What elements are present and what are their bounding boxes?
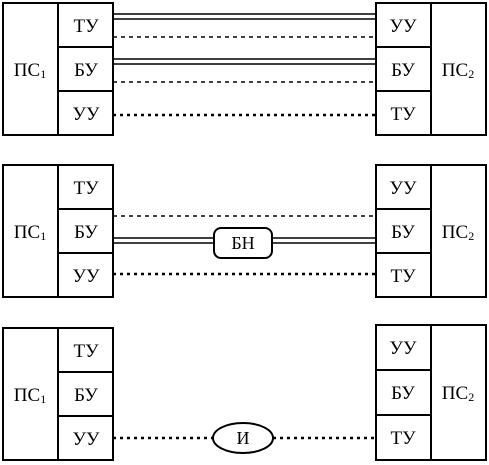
double-link-1 xyxy=(113,13,376,20)
amplifier-block xyxy=(213,227,273,259)
double-link-left xyxy=(113,237,214,244)
right-unit-1: УУ xyxy=(390,338,417,359)
right-unit-3: ТУ xyxy=(390,428,416,449)
left-station-label: ПС1 xyxy=(14,60,46,81)
right-station-1 xyxy=(375,2,487,136)
double-link-right xyxy=(272,237,376,244)
left-unit-1: ТУ xyxy=(73,16,99,37)
left-unit-3: УУ xyxy=(73,266,100,287)
amplifier-label: БН xyxy=(231,233,254,253)
left-station-2 xyxy=(2,164,114,298)
left-unit-1: ТУ xyxy=(73,178,99,199)
scheme-3: ПС1 ТУ БУ УУ ПС2 УУ БУ ТУ И xyxy=(2,324,487,461)
right-unit-2: БУ xyxy=(391,383,415,404)
right-station-label: ПС2 xyxy=(442,60,474,81)
right-unit-1: УУ xyxy=(390,178,417,199)
source-block xyxy=(212,422,274,454)
right-station-3 xyxy=(375,324,487,461)
links-scheme-2 xyxy=(113,215,376,276)
source-label: И xyxy=(237,428,250,448)
right-unit-1: УУ xyxy=(390,16,417,37)
right-station-label: ПС2 xyxy=(442,383,474,404)
scheme-1: ПС1 ТУ БУ УУ ПС2 УУ БУ ТУ xyxy=(2,2,487,136)
double-link-2 xyxy=(113,58,376,65)
left-station-1 xyxy=(2,2,114,136)
left-unit-2: БУ xyxy=(74,60,98,81)
left-unit-3: УУ xyxy=(73,429,100,450)
scheme-2: ПС1 ТУ БУ УУ ПС2 УУ БУ ТУ БН xyxy=(2,164,487,298)
left-station-3 xyxy=(2,327,114,461)
right-unit-2: БУ xyxy=(391,60,415,81)
right-station-2 xyxy=(375,164,487,298)
right-unit-3: ТУ xyxy=(390,266,416,287)
left-station-label: ПС1 xyxy=(14,222,46,243)
right-unit-3: ТУ xyxy=(390,104,416,125)
right-station-label: ПС2 xyxy=(442,222,474,243)
right-unit-2: БУ xyxy=(391,222,415,243)
left-unit-2: БУ xyxy=(74,385,98,406)
left-unit-2: БУ xyxy=(74,222,98,243)
left-unit-3: УУ xyxy=(73,104,100,125)
left-station-label: ПС1 xyxy=(14,385,46,406)
left-unit-1: ТУ xyxy=(73,341,99,362)
links-scheme-1 xyxy=(113,13,376,117)
